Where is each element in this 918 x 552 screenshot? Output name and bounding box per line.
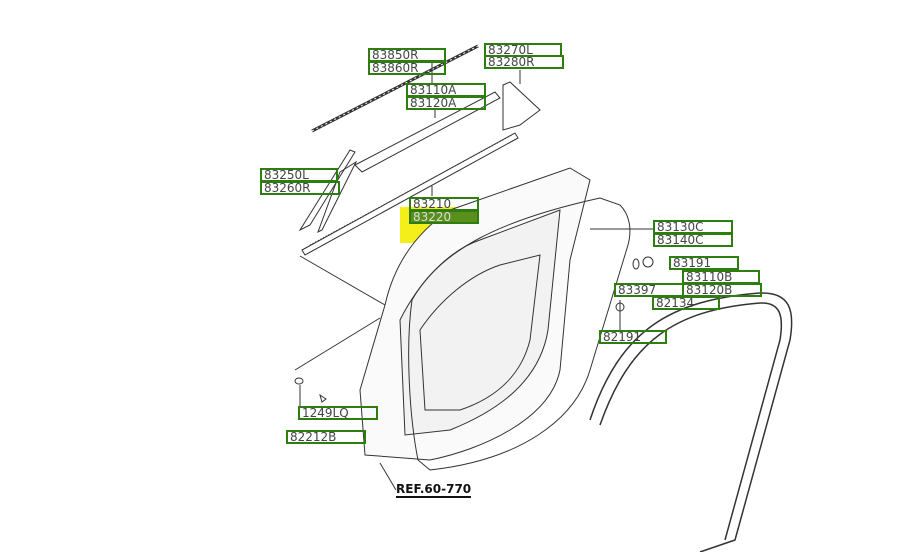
part-label-83130C[interactable]: 83130C <box>653 220 733 234</box>
part-label-82212B[interactable]: 82212B <box>286 430 366 444</box>
part-label-83860R[interactable]: 83860R <box>368 61 446 75</box>
part-label-83210[interactable]: 83210 <box>409 197 479 211</box>
part-label-83140C[interactable]: 83140C <box>653 233 733 247</box>
part-label-83220[interactable]: 83220 <box>409 210 479 224</box>
belt-weatherstrip-inner <box>301 132 519 256</box>
part-label-83110B[interactable]: 83110B <box>682 270 760 284</box>
part-label-83191[interactable]: 83191 <box>669 256 739 270</box>
leader-lines <box>294 63 654 491</box>
part-label-83120A[interactable]: 83120A <box>406 96 486 110</box>
part-label-83280R[interactable]: 83280R <box>484 55 564 69</box>
plug-icon <box>632 258 640 270</box>
delta-garnish-front <box>298 149 356 232</box>
clip-icon <box>615 302 625 312</box>
door-frame-moulding <box>317 91 501 234</box>
part-label-82191[interactable]: 82191 <box>599 330 667 344</box>
part-label-1249LQ[interactable]: 1249LQ <box>298 406 378 420</box>
part-label-83250L[interactable]: 83250L <box>260 168 338 182</box>
part-label-82134[interactable]: 82134 <box>652 296 720 310</box>
belt-weatherstrip-outer <box>311 44 479 133</box>
reference-link[interactable]: REF.60-770 <box>396 482 472 498</box>
part-label-83850R[interactable]: 83850R <box>368 48 446 62</box>
grommet-icon <box>642 256 654 268</box>
part-label-83397[interactable]: 83397 <box>614 283 684 297</box>
part-label-83110A[interactable]: 83110A <box>406 83 486 97</box>
part-label-83260R[interactable]: 83260R <box>260 181 340 195</box>
part-label-83120B[interactable]: 83120B <box>682 283 762 297</box>
clip-icon <box>294 377 304 385</box>
screw-icon <box>319 393 327 403</box>
delta-garnish-rear <box>502 81 541 131</box>
